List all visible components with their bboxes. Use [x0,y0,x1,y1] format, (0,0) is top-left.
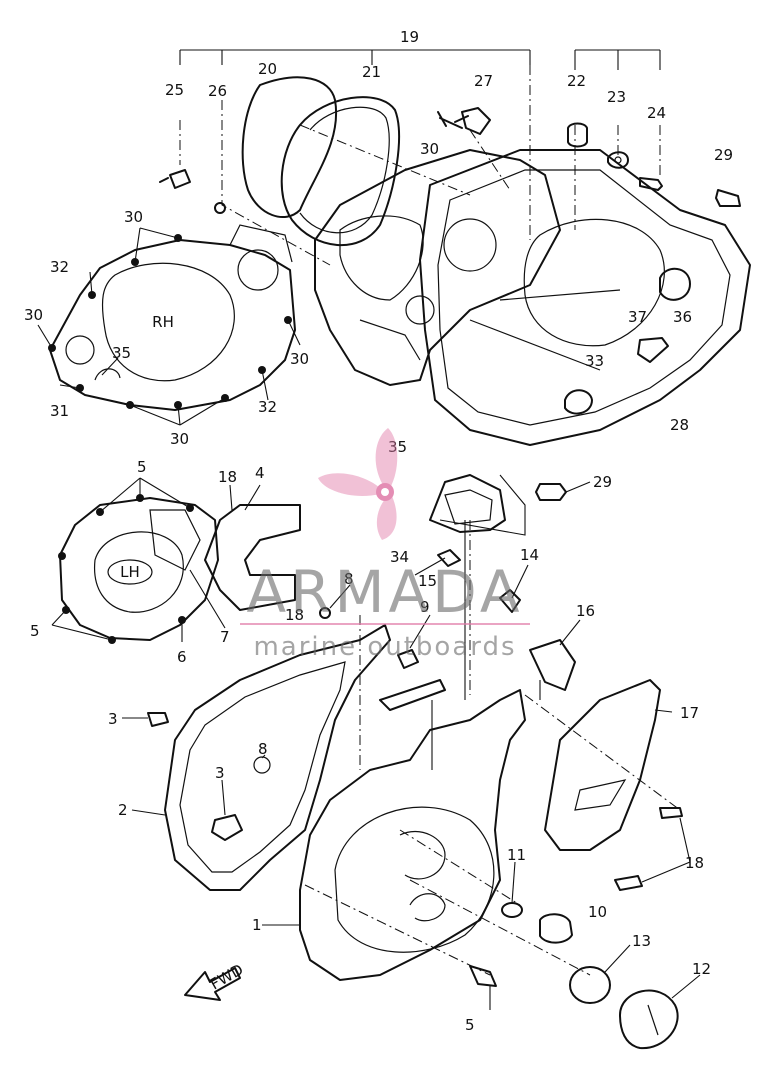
callout-14: 14 [520,546,539,564]
cap-12 [619,989,679,1050]
callout-30: 30 [420,140,439,158]
callout-1: 1 [252,916,262,934]
rh-cover-label: RH [152,313,174,331]
bolt-15 [437,549,461,567]
gasket-2 [164,624,391,891]
callout-34: 34 [390,548,409,566]
bolt-5 [469,965,497,987]
gasket-20 [241,76,338,219]
dowel-29-top [715,189,741,207]
screw-24 [639,177,663,191]
watermark-brand: ARMADA [246,558,523,626]
callout-35: 35 [112,344,131,362]
top-assembly [159,49,751,536]
callout-35: 35 [388,438,407,456]
callout-26: 26 [208,82,227,100]
callout-24: 24 [647,104,666,122]
callout-15: 15 [418,572,437,590]
svg-text:FWD: FWD [207,960,246,993]
callout-9: 9 [420,598,430,616]
callout-5: 5 [137,458,147,476]
callout-29: 29 [714,146,733,164]
callout-11: 11 [507,846,526,864]
seal-33 [564,389,593,415]
callout-17: 17 [680,704,699,722]
dowel-3b [147,712,169,727]
callout-33: 33 [585,352,604,370]
callout-32: 32 [258,398,277,416]
plug-10 [539,913,573,944]
callout-8: 8 [344,570,354,588]
callout-30: 30 [290,350,309,368]
oring-11 [501,902,523,918]
lh-cover-label: LH [120,563,140,581]
inner-cover [314,149,561,386]
bolt-25 [159,169,191,189]
callout-3: 3 [215,764,225,782]
forward-arrow-icon: FWD [184,960,246,1001]
bolt-18b [614,875,643,891]
callout-6: 6 [177,648,187,666]
propeller-logo-icon [318,428,398,540]
callout-2: 2 [118,801,128,819]
bottom-assembly: FWD [122,520,701,1050]
callout-10: 10 [588,903,607,921]
callout-5: 5 [465,1016,475,1034]
oring-13 [569,966,611,1004]
lever-37 [637,337,669,363]
callout-21: 21 [362,63,381,81]
callout-12: 12 [692,960,711,978]
bolt-18a [659,807,683,819]
right-cover-main [419,149,751,446]
bolt-30-top [437,111,469,129]
cover-17 [544,679,661,851]
watermark-tagline: marine outboards [253,632,516,662]
callout-13: 13 [632,932,651,950]
callout-22: 22 [567,72,586,90]
left-crankcase-cover-1 [299,689,526,981]
sensor-16 [529,639,576,691]
callout-numbers: 1 2 3 3 4 5 5 5 6 7 8 8 9 10 11 12 13 14… [24,28,733,1034]
callout-30: 30 [170,430,189,448]
callout-18: 18 [285,606,304,624]
pin-26 [214,202,226,214]
cover-34 [429,474,506,533]
callout-29: 29 [593,473,612,491]
callout-30: 30 [24,306,43,324]
dowel-29-mid [535,483,567,501]
callout-4: 4 [255,464,265,482]
callout-8: 8 [258,740,268,758]
rh-cover: RH [37,224,301,426]
callout-37: 37 [628,308,647,326]
bracket-9 [379,649,446,711]
callout-30: 30 [124,208,143,226]
gasket-21 [280,96,401,247]
seal-36 [659,268,691,301]
callout-7: 7 [220,628,230,646]
callout-36: 36 [673,308,692,326]
bushing-22 [567,122,588,148]
callout-5: 5 [30,622,40,640]
dowel-3 [211,814,243,841]
callout-3: 3 [108,710,118,728]
armada-watermark: ARMADA marine outboards [240,428,530,662]
oring-8 [319,607,331,619]
washer-23 [607,151,629,169]
callout-23: 23 [607,88,626,106]
callout-18: 18 [685,854,704,872]
clamp-14 [499,589,521,613]
callout-16: 16 [576,602,595,620]
callout-20: 20 [258,60,277,78]
callout-25: 25 [165,81,184,99]
clip-27 [461,107,491,135]
lh-cover: LH [51,477,301,644]
callout-18: 18 [218,468,237,486]
callout-28: 28 [670,416,689,434]
callout-27: 27 [474,72,493,90]
callout-32: 32 [50,258,69,276]
callout-19: 19 [400,28,419,46]
callout-31: 31 [50,402,69,420]
